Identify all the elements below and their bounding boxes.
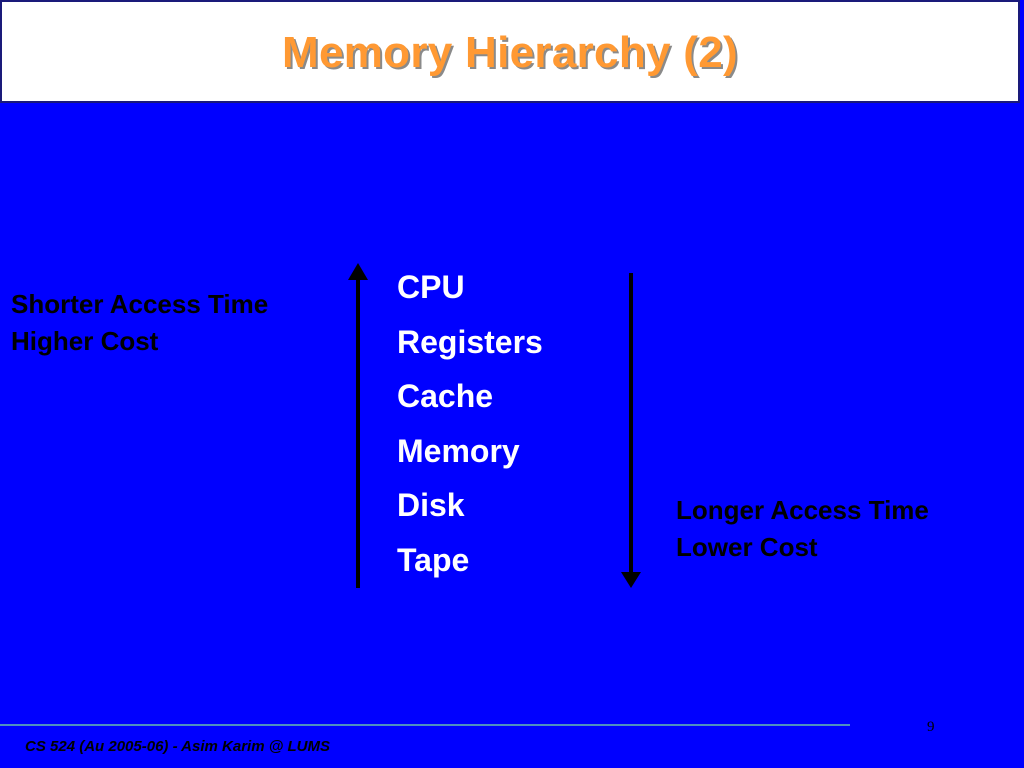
footer-divider (0, 724, 850, 726)
list-item-disk: Disk (397, 487, 465, 523)
page-number: 9 (927, 719, 935, 735)
list-item-tape: Tape (397, 541, 470, 578)
list-item-memory: Memory (397, 432, 520, 469)
right-label-line-1: Longer Access Time (676, 495, 929, 525)
list-item-cache: Cache (397, 378, 494, 414)
footer-credit: CS 524 (Au 2005-06) - Asim Karim @ LUMS (25, 738, 330, 755)
right-label-line-2: Lower Cost (676, 532, 818, 562)
left-label-line-2: Higher Cost (11, 326, 159, 356)
left-label-line-1: Shorter Access Time (11, 289, 269, 319)
memory-hierarchy-list: CPU Registers Cache Memory Disk Tape (397, 260, 543, 587)
right-label: Longer Access Time Lower Cost (676, 492, 929, 566)
left-label: Shorter Access Time Higher Cost (11, 286, 268, 360)
slide-title: Memory Hierarchy (2) (282, 27, 738, 77)
list-item-registers: Registers (397, 323, 543, 360)
title-bar: Memory Hierarchy (2) (0, 0, 1020, 103)
list-item-cpu: CPU (397, 269, 465, 305)
